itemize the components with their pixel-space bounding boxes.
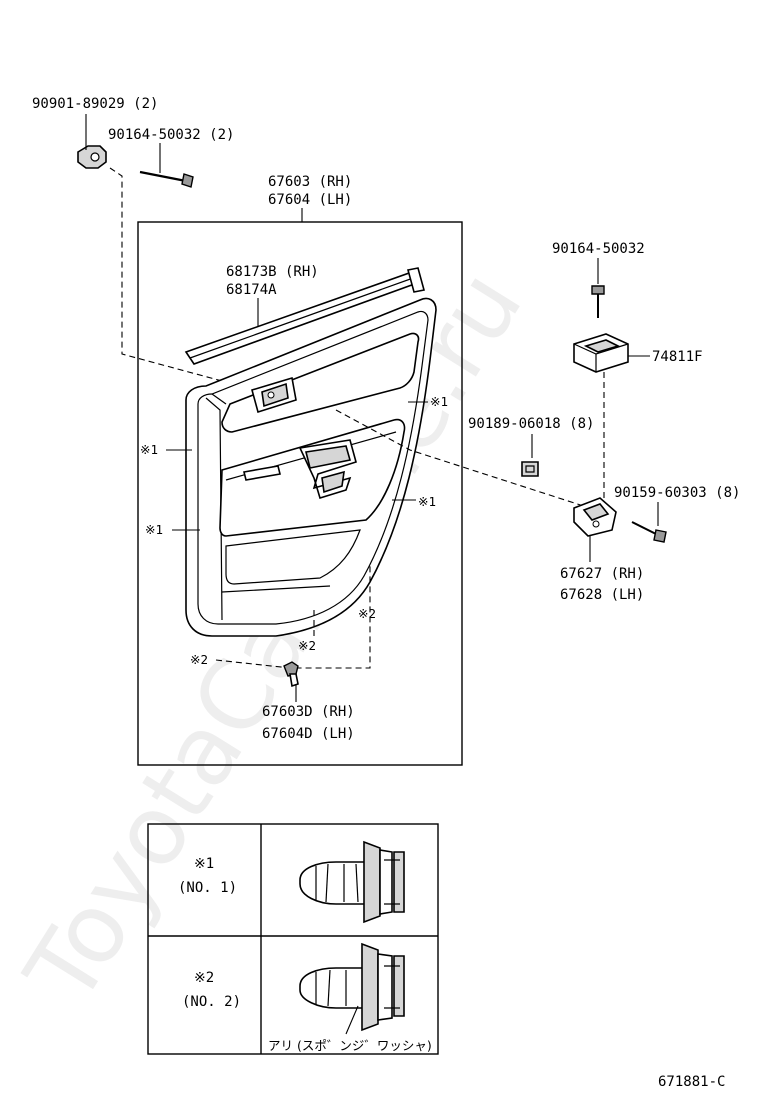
callout-2-bottom-right: ※2	[358, 606, 376, 621]
diagram-code: 671881-C	[658, 1074, 725, 1090]
clip-no2-icon	[299, 942, 405, 1032]
callout-1-right-top: ※1	[430, 394, 448, 409]
callout-2-bottom-mid: ※2	[298, 638, 316, 653]
nut-90189-icon	[521, 461, 539, 477]
label-67604-lh: 67604 (LH)	[268, 192, 352, 208]
clip-legend-table	[147, 823, 439, 1055]
screw-90164-icon	[139, 170, 194, 188]
label-67603d-rh: 67603D (RH)	[262, 704, 355, 720]
screw-90159-icon	[631, 521, 667, 543]
callout-1-right-mid: ※1	[418, 494, 436, 509]
label-74811f: 74811F	[652, 349, 703, 365]
label-67627-rh: 67627 (RH)	[560, 566, 644, 582]
callout-2-bottom-left: ※2	[190, 652, 208, 667]
door-trim-panel	[185, 297, 437, 637]
dash-c2-lower	[215, 566, 371, 669]
legend-note: アリ (スポ゛ンジ゛ワッシャ)	[268, 1038, 432, 1053]
label-90901-89029: 90901-89029 (2)	[32, 96, 158, 112]
legend-row2-name: (NO. 2)	[182, 994, 241, 1010]
label-90164-50032-a: 90164-50032 (2)	[108, 127, 234, 143]
legend-row1-name: (NO. 1)	[178, 880, 237, 896]
callout-1-left-b: ※1	[145, 522, 163, 537]
weatherstrip-part	[184, 267, 425, 365]
legend-row1-mark: ※1	[194, 856, 214, 872]
clip-67603d-icon	[283, 661, 299, 688]
screw-90164-b-icon	[591, 285, 605, 318]
clip-no1-icon	[299, 840, 405, 924]
label-90164-50032-b: 90164-50032	[552, 241, 645, 257]
assembly-frame	[137, 221, 463, 766]
label-68174a: 68174A	[226, 282, 277, 298]
clip-90901-icon	[77, 145, 107, 169]
dash-panel-to-handle	[335, 409, 597, 511]
label-67628-lh: 67628 (LH)	[560, 587, 644, 603]
legend-row2-mark: ※2	[194, 970, 214, 986]
dash-clip-to-panel	[109, 167, 249, 389]
label-90159-60303: 90159-60303 (8)	[614, 485, 740, 501]
callout-1-left-a: ※1	[140, 442, 158, 457]
inside-handle-67627-icon	[573, 497, 617, 537]
label-68173b-rh: 68173B (RH)	[226, 264, 319, 280]
label-67603-rh: 67603 (RH)	[268, 174, 352, 190]
label-90189-06018: 90189-06018 (8)	[468, 416, 594, 432]
label-67604d-lh: 67604D (LH)	[262, 726, 355, 742]
switch-base-74811f-icon	[573, 333, 629, 373]
leader-legend-note	[345, 1005, 359, 1035]
